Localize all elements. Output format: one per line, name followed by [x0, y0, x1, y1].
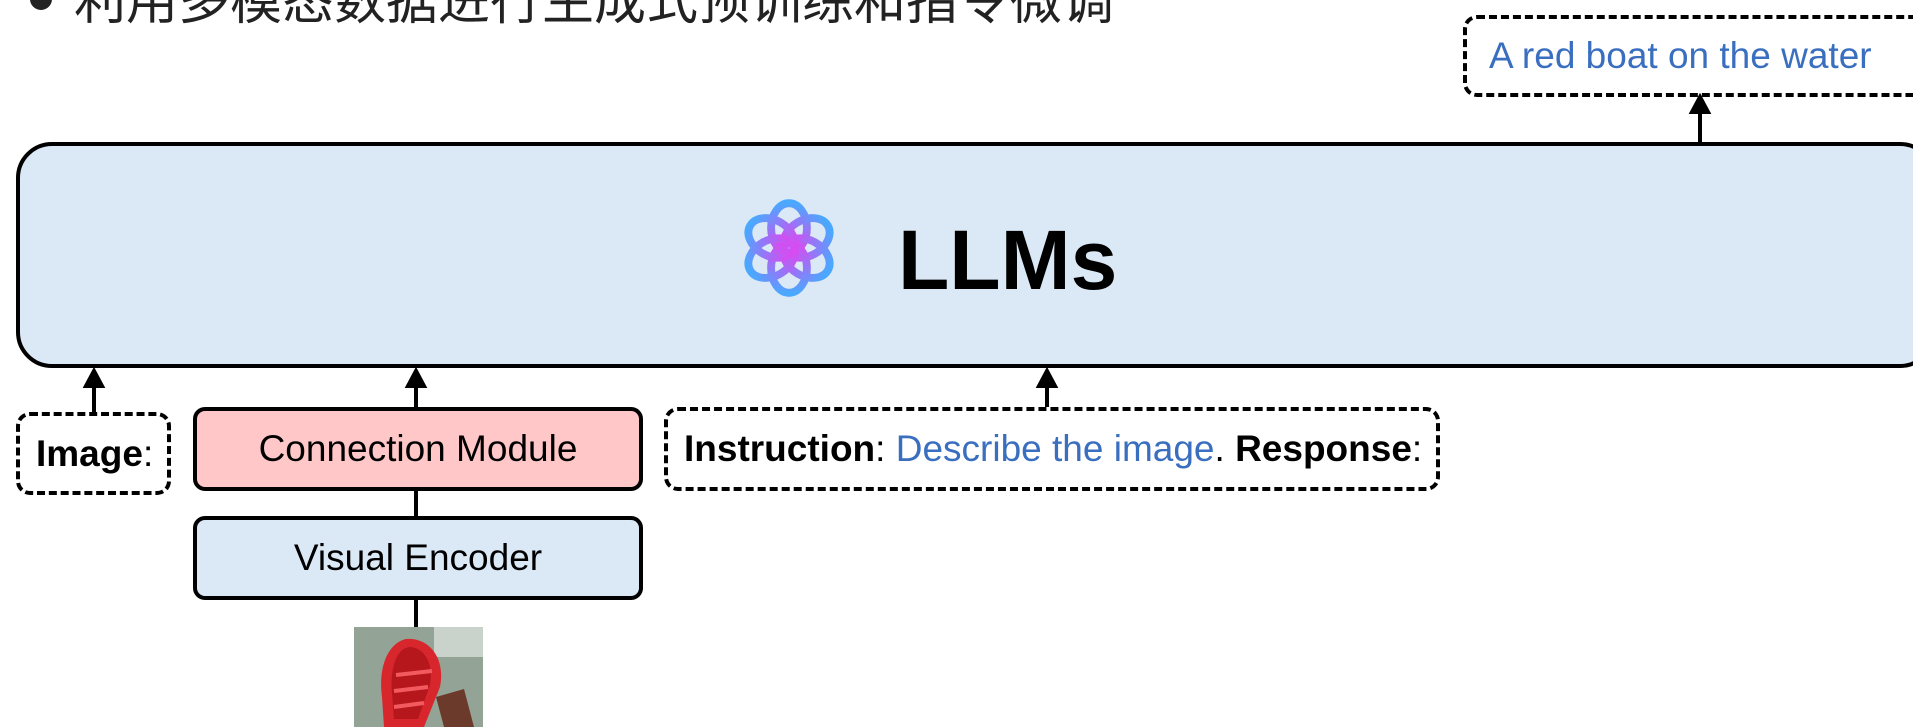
arrowhead-connection	[404, 366, 428, 388]
arrowhead-output	[1688, 92, 1712, 114]
instruction-colon: :	[875, 428, 896, 469]
image-input-box: Image:	[16, 412, 171, 495]
slide-title: 利用多模态数据进行生成式预训练和指令微调	[30, 0, 1114, 32]
openai-logo-icon	[744, 199, 834, 297]
response-colon: :	[1411, 428, 1423, 469]
boat-image	[354, 627, 483, 727]
connection-module-label: Connection Module	[258, 428, 578, 469]
image-input-label: Image	[36, 432, 143, 474]
arrowhead-image	[82, 366, 106, 388]
slide-title-text: 利用多模态数据进行生成式预训练和指令微调	[74, 0, 1115, 32]
response-label: Response	[1235, 428, 1412, 469]
bullet-icon	[30, 0, 52, 10]
output-text-box: A red boat on the water	[1463, 15, 1913, 97]
arrowhead-prompt	[1035, 366, 1059, 388]
instruction-label: Instruction	[684, 428, 876, 469]
output-text: A red boat on the water	[1489, 35, 1872, 76]
llm-box	[16, 142, 1913, 368]
image-input-colon: :	[142, 432, 154, 474]
prompt-box: Instruction: Describe the image. Respons…	[664, 407, 1440, 491]
instruction-text: Describe the image	[895, 428, 1215, 469]
red-boat-illustration	[354, 627, 483, 727]
llm-label: LLMs	[898, 213, 1118, 307]
visual-encoder-box: Visual Encoder	[193, 516, 643, 600]
connection-module-box: Connection Module	[193, 407, 643, 491]
instruction-period: .	[1214, 428, 1236, 469]
visual-encoder-label: Visual Encoder	[293, 537, 543, 578]
